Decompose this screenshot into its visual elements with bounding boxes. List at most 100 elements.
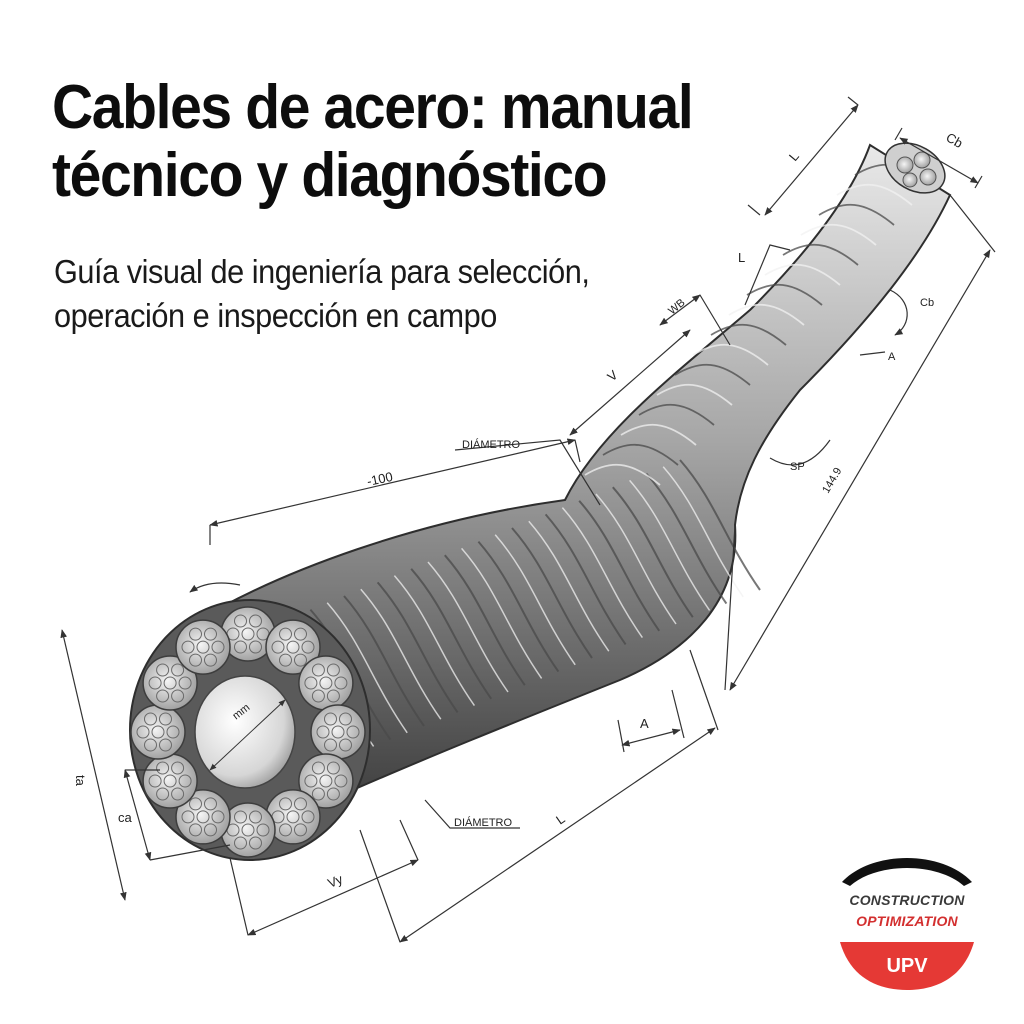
strand-lay-line [645, 472, 728, 605]
strand-wire [256, 823, 270, 837]
strand-wire [271, 640, 285, 654]
strand-lay-line [511, 527, 593, 659]
strand-wire [144, 738, 157, 752]
strand-wire [279, 797, 292, 811]
strand-wire [279, 627, 292, 641]
dim-v [569, 329, 691, 436]
label-100: -100 [366, 469, 395, 489]
strand-wire [159, 738, 172, 752]
strand-wire [241, 823, 255, 837]
strand-wire [249, 640, 262, 654]
strand-wire [311, 663, 325, 677]
strand-lay-line [629, 479, 711, 611]
strand-wire [334, 774, 348, 788]
strand-wire [196, 810, 210, 824]
label-a-bottom: A [640, 716, 649, 731]
strand-wire [241, 627, 255, 641]
strand-wire [234, 640, 247, 654]
strand-wire [279, 823, 292, 837]
label-v: V [604, 367, 621, 384]
strand-lay-line [477, 540, 560, 673]
dim-cb-right [889, 289, 908, 336]
page-subtitle: Guía visual de ingeniería para selección… [54, 253, 590, 334]
label-cb-top: Cb [944, 130, 966, 151]
strand-wire [294, 627, 307, 641]
logo-graphic [840, 858, 974, 990]
strand-wire [294, 653, 307, 667]
label-cb-right: Cb [920, 297, 934, 309]
dim-100 [209, 438, 576, 527]
strand-wire [234, 810, 247, 824]
strand-wire [304, 676, 318, 690]
strand-wire [311, 787, 325, 801]
outer-strand [298, 655, 354, 711]
strand-wire [181, 640, 195, 654]
strand-lay-line [494, 534, 576, 666]
strand-wire [189, 653, 202, 667]
strand-wire [234, 614, 247, 628]
dim-wb [659, 294, 701, 326]
logo-red-shape [840, 942, 974, 990]
dim-ta [60, 629, 127, 901]
strand-wire [204, 627, 217, 641]
rope-cross-section: mm [129, 599, 371, 861]
dim-a-right [859, 351, 886, 356]
strand-wire [249, 836, 262, 850]
strand-wire [294, 797, 307, 811]
strand-lay-line [376, 581, 459, 713]
strand-lay-line [444, 554, 526, 686]
strand-wire [326, 663, 340, 677]
strand-wire [163, 774, 177, 788]
strand-wire [324, 712, 337, 726]
dim-l-bottom [399, 727, 716, 943]
strand-wire [171, 761, 185, 775]
strand-wire [324, 738, 337, 752]
label-ca: ca [118, 810, 133, 825]
outer-strand [130, 704, 186, 760]
strand-lay-line [578, 500, 661, 632]
strand-wire [301, 640, 315, 654]
strand-wire [316, 725, 330, 739]
strand-wire [331, 725, 345, 739]
strand-wire [311, 689, 325, 703]
strand-wire [279, 653, 292, 667]
strand-wire [178, 774, 192, 788]
outer-strand [175, 619, 231, 675]
strand-wire [189, 823, 202, 837]
label-vy: Vy [326, 871, 346, 891]
dimension-lines [60, 96, 996, 943]
strand-wire [339, 738, 352, 752]
strand-wire [204, 823, 217, 837]
strand-wire [163, 676, 177, 690]
strand-wire [326, 761, 340, 775]
strand-wire [151, 725, 165, 739]
strand-wire [204, 797, 217, 811]
label-l-bottom: L [553, 811, 568, 827]
label-wb: WB [666, 297, 687, 318]
label-ta: ta [73, 775, 88, 787]
strand-wire [301, 810, 315, 824]
strand-wire [319, 774, 333, 788]
strand-lay-line [544, 513, 627, 645]
strand-lay-line [326, 602, 408, 734]
outer-strands [130, 606, 366, 858]
strand-wire [204, 653, 217, 667]
strand-lay-line [360, 588, 442, 720]
logo-text-upv: UPV [886, 955, 928, 977]
strand-wire [294, 823, 307, 837]
page-title: Cables de acero: manual técnico y diagnó… [52, 73, 694, 210]
strand-wire [156, 663, 170, 677]
label-l-mid: L [738, 250, 745, 265]
strand-wire [326, 787, 340, 801]
strand-wire [249, 810, 262, 824]
strand-wire [304, 774, 318, 788]
strand-lay-line [461, 547, 543, 679]
rope-core [194, 675, 296, 789]
strand-lay-line [584, 463, 661, 486]
strand-wire [144, 712, 157, 726]
strand-wire [156, 689, 170, 703]
dim-a-bottom [621, 728, 681, 747]
strand-wire [148, 676, 162, 690]
strand-lay-line [612, 486, 694, 618]
